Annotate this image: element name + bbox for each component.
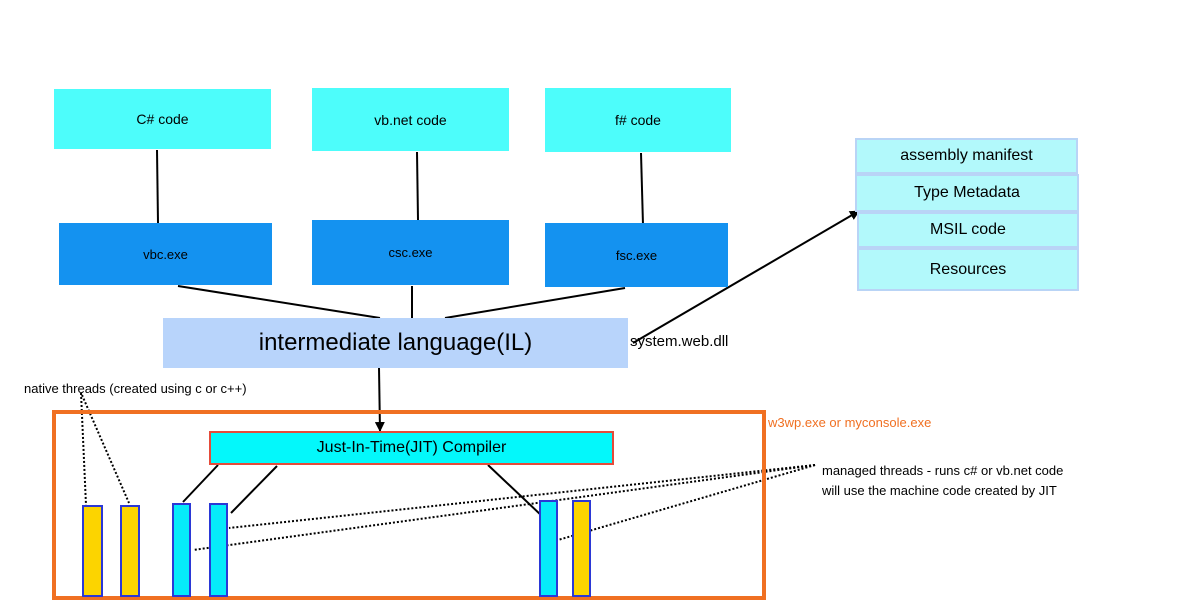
compiler-box-vbc: vbc.exe	[59, 223, 272, 285]
managed-thread-2	[209, 503, 228, 597]
resources-box: Resources	[857, 248, 1079, 291]
dotted-managed-3	[557, 464, 816, 541]
process-box	[52, 410, 766, 600]
managed-thread-3	[539, 500, 558, 597]
dll-label: system.web.dll	[630, 333, 729, 350]
compiler-label-vbc: vbc.exe	[143, 246, 188, 262]
arrow-il-to-jit	[374, 367, 385, 432]
msil-code-label: MSIL code	[930, 221, 1006, 238]
native-thread-3	[572, 500, 591, 597]
line-jit-to-thread-2	[230, 465, 278, 514]
process-label: w3wp.exe or myconsole.exe	[768, 415, 932, 430]
il-label: intermediate language(IL)	[258, 329, 533, 356]
line-vbc-to-il	[177, 285, 381, 319]
source-box-vbnet: vb.net code	[312, 88, 509, 151]
source-box-fsharp: f# code	[545, 88, 731, 152]
managed-threads-label-line2: will use the machine code created by JIT	[822, 483, 1057, 498]
jit-compiler-box: Just-In-Time(JIT) Compiler	[209, 431, 614, 465]
managed-thread-1	[172, 503, 191, 597]
source-label-csharp: C# code	[136, 111, 189, 127]
compiler-box-csc: csc.exe	[312, 220, 509, 285]
line-fsc-to-il	[444, 287, 626, 319]
line-csharp-to-vbc	[156, 149, 159, 224]
assembly-manifest-box: assembly manifest	[855, 138, 1078, 174]
arrow-il-to-assembly	[632, 210, 860, 344]
dotted-native-1	[80, 392, 87, 506]
resources-label: Resources	[929, 260, 1007, 278]
compiler-label-fsc: fsc.exe	[615, 247, 658, 263]
line-fsharp-to-fsc	[640, 152, 644, 226]
line-jit-to-thread-1	[182, 464, 219, 503]
type-metadata-box: Type Metadata	[855, 174, 1079, 212]
assembly-manifest-label: assembly manifest	[900, 147, 1033, 164]
source-label-vbnet: vb.net code	[374, 111, 447, 128]
msil-code-box: MSIL code	[857, 212, 1079, 248]
jit-compiler-label: Just-In-Time(JIT) Compiler	[316, 439, 507, 456]
il-box: intermediate language(IL)	[163, 318, 628, 368]
managed-threads-label-line1: managed threads - runs c# or vb.net code	[822, 463, 1064, 478]
type-metadata-label: Type Metadata	[914, 184, 1020, 201]
source-label-fsharp: f# code	[615, 112, 661, 128]
native-threads-label: native threads (created using c or c++)	[24, 381, 247, 396]
source-box-csharp: C# code	[54, 89, 271, 149]
compiler-box-fsc: fsc.exe	[545, 223, 728, 287]
dotted-managed-2	[192, 464, 816, 551]
native-thread-2	[120, 505, 140, 597]
line-vbnet-to-csc	[416, 151, 419, 221]
native-thread-1	[82, 505, 103, 597]
line-jit-to-thread-3	[487, 464, 543, 517]
compiler-label-csc: csc.exe	[388, 245, 433, 260]
